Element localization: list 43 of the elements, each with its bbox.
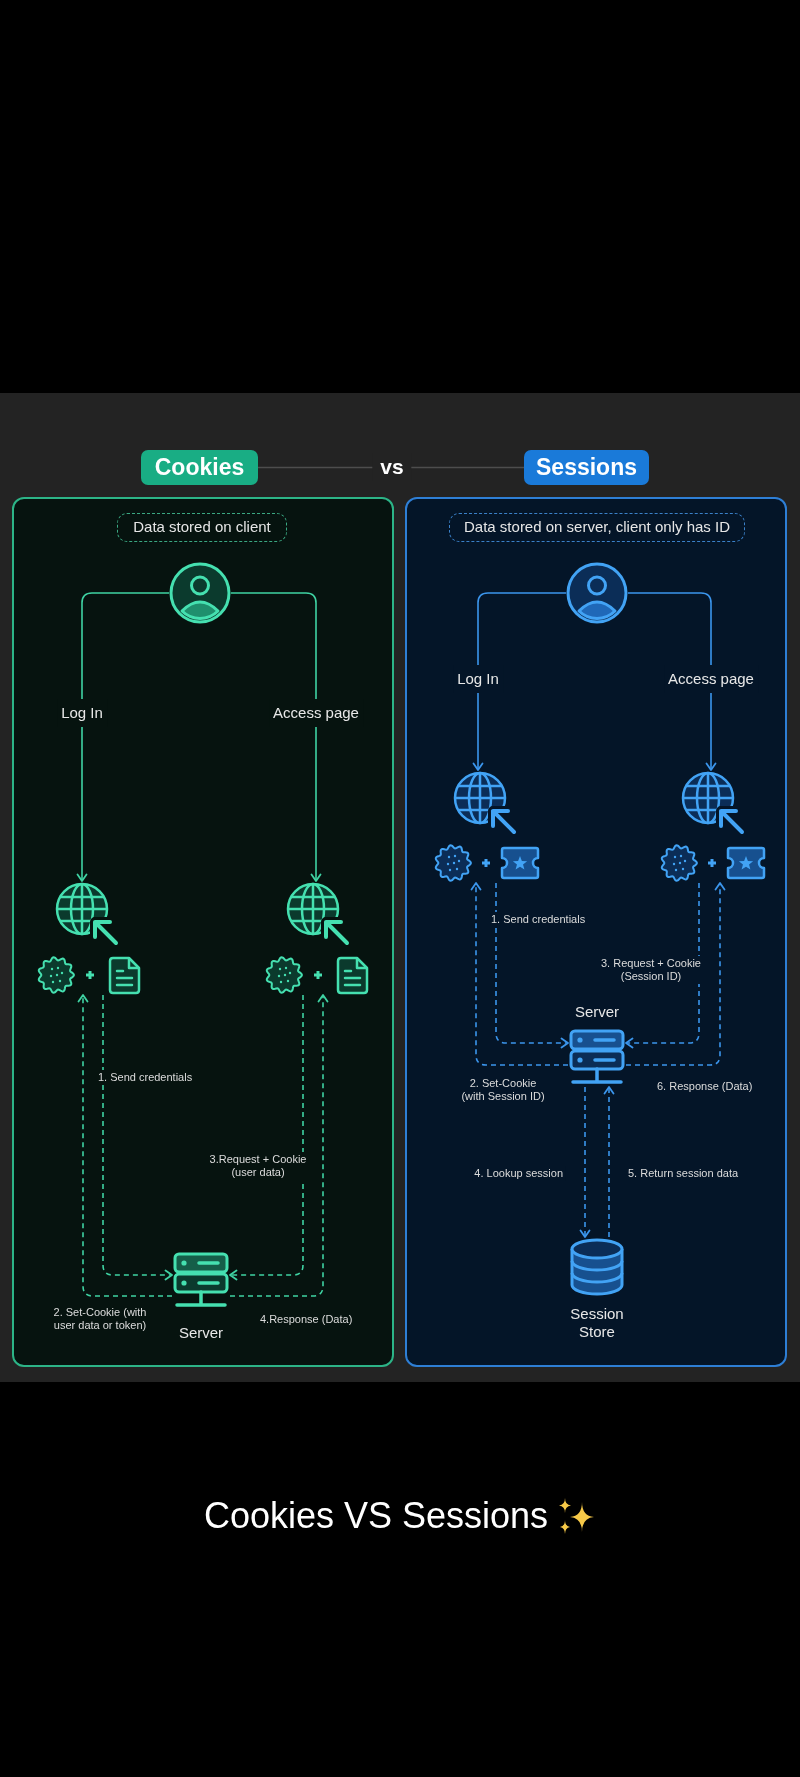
cookie-plus-document-icon [37, 955, 143, 995]
user-icon [566, 562, 628, 624]
node-caption: Session Store [569, 1305, 625, 1341]
section-tag: Sessions [524, 450, 649, 485]
caption: Cookies VS Sessions [203, 1494, 549, 1538]
arrow [76, 592, 170, 882]
cookie-plus-ticket-icon [434, 843, 540, 883]
dashed-arrow [625, 882, 726, 1066]
dashed-arrow [470, 882, 569, 1066]
dashed-arrow [603, 1086, 615, 1238]
dashed-arrow [77, 994, 173, 1297]
dashed-arrow [229, 994, 329, 1297]
server-icon [172, 1252, 230, 1310]
info-tag: Data stored on client [117, 513, 287, 542]
edge-label: 4.Response (Data) [258, 1312, 355, 1327]
dashed-arrow [229, 994, 304, 1281]
edge-label: 1. Send credentials [489, 912, 588, 927]
globe-cursor-icon [452, 770, 518, 836]
dashed-arrow [579, 1086, 591, 1238]
arrow [472, 592, 567, 771]
node-caption: Server [178, 1324, 224, 1342]
node-caption: Server [574, 1003, 620, 1021]
arrow [230, 592, 322, 882]
info-tag: Data stored on server, client only has ID [449, 513, 745, 542]
edge-label: 3.Request + Cookie (user data) [207, 1152, 309, 1180]
user-icon [169, 562, 231, 624]
database-icon [568, 1237, 626, 1297]
globe-cursor-icon [54, 881, 120, 947]
section-tag: Cookies [141, 450, 258, 485]
edge-label: 4. Lookup session [472, 1166, 565, 1181]
panel [12, 497, 394, 1367]
panel [405, 497, 787, 1367]
globe-cursor-icon [680, 770, 746, 836]
dashed-arrow [102, 994, 173, 1281]
cookie-plus-document-icon [265, 955, 371, 995]
cookie-plus-ticket-icon [660, 843, 766, 883]
dashed-arrow [625, 882, 700, 1049]
dashed-arrow [495, 882, 569, 1049]
arrow [627, 592, 717, 771]
edge-label: 3. Request + Cookie (Session ID) [598, 956, 704, 984]
edge-label: 6. Response (Data) [655, 1079, 755, 1094]
globe-cursor-icon [285, 881, 351, 947]
server-icon [568, 1029, 626, 1087]
